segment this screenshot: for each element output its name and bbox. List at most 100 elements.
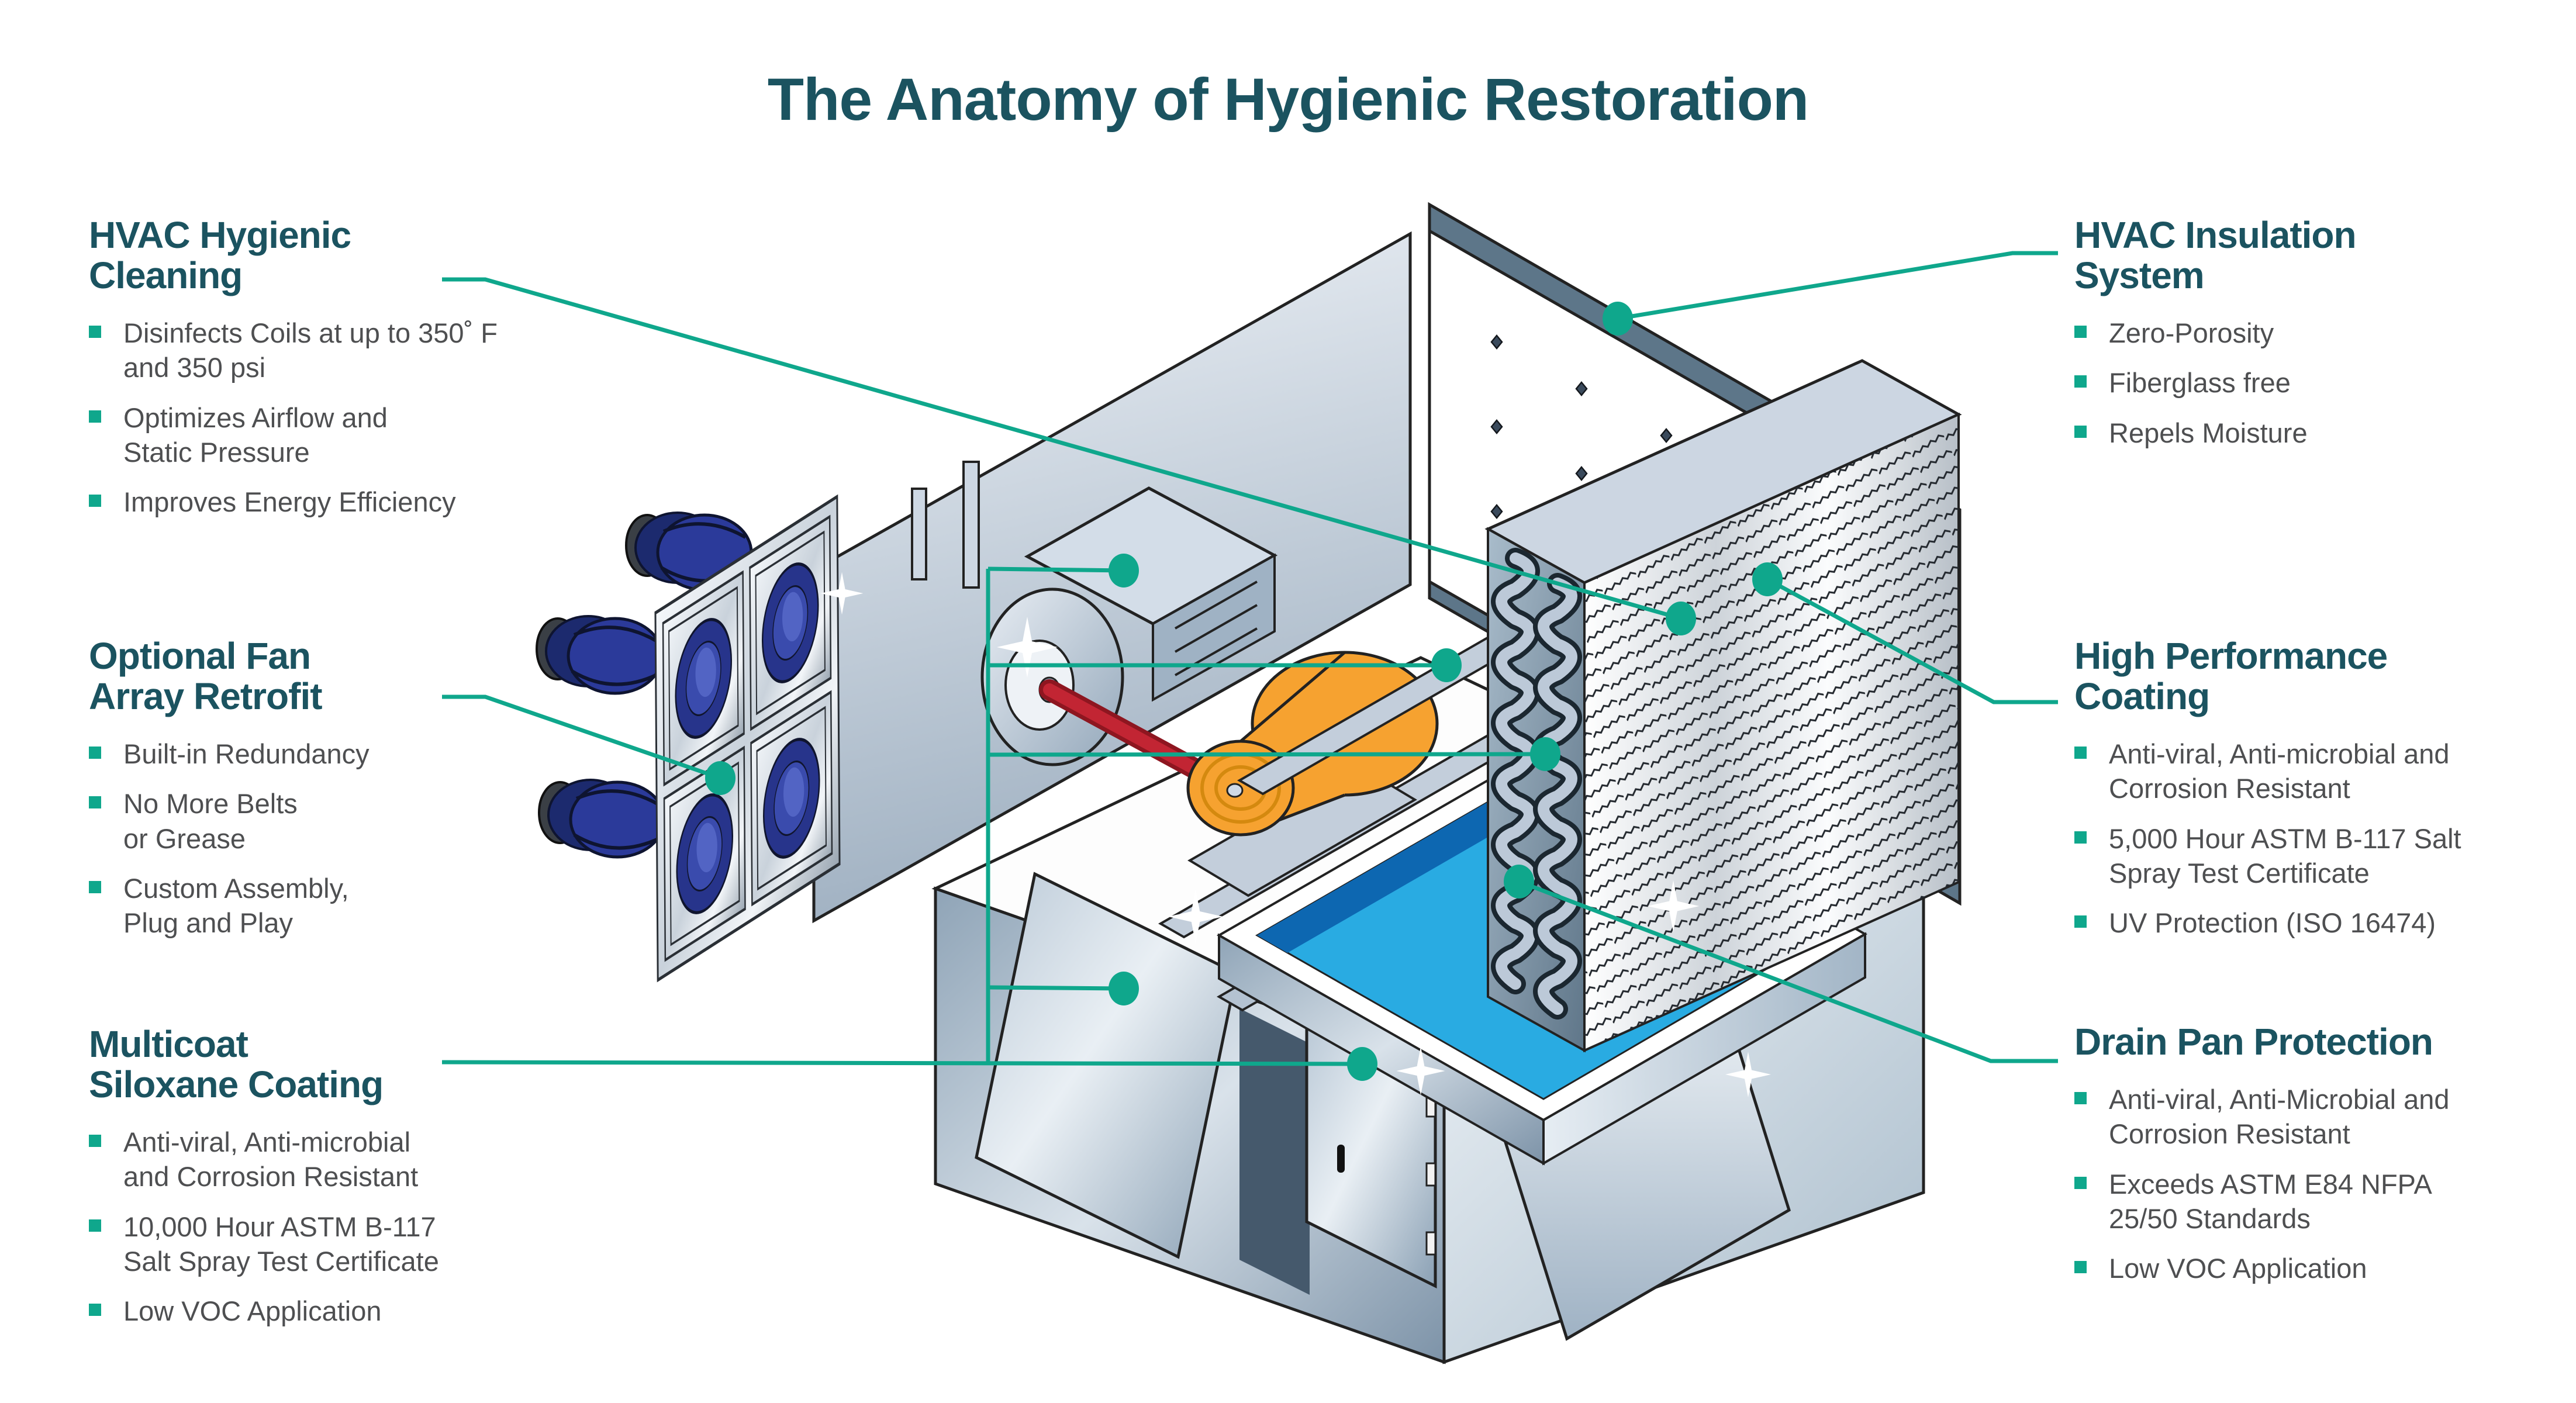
- coil-fins-texture: [1584, 414, 1959, 1050]
- dot-access-door: [1347, 1047, 1377, 1081]
- section-heading: Drain Pan Protection: [2074, 1021, 2433, 1063]
- bullet-text: 10,000 Hour ASTM B-117 Salt Spray Test C…: [123, 1211, 439, 1277]
- list-item: Fiberglass free: [2074, 365, 2576, 400]
- bullet-text: Fiberglass free: [2109, 367, 2291, 399]
- bullet-square-icon: [89, 326, 101, 338]
- dot-coil-tubes: [1530, 737, 1560, 771]
- leader-multicoat-door: [987, 985, 1124, 991]
- section-hvac-insulation-system: HVAC Insulation System Zero-Porosity Fib…: [2074, 215, 2576, 465]
- list-item: Low VOC Application: [2074, 1251, 2576, 1285]
- fan-array: [537, 494, 841, 983]
- leader-hvac-insulation: [1617, 251, 2058, 321]
- list-item: No More Belts or Grease: [89, 786, 568, 855]
- bullet-text: Custom Assembly, Plug and Play: [123, 872, 349, 939]
- bullet-text: Repels Moisture: [2109, 417, 2308, 448]
- access-door: [1305, 1017, 1437, 1289]
- bullet-list: Anti-viral, Anti-microbial and Corrosion…: [89, 1125, 568, 1328]
- fan-array-motor-icon: [537, 616, 662, 693]
- leader-multicoat-blower: [987, 566, 1124, 573]
- bullet-text: Anti-viral, Anti-microbial and Corrosion…: [123, 1126, 419, 1193]
- cabinet-interior-shadow: [1239, 1008, 1310, 1295]
- list-item: Optimizes Airflow and Static Pressure: [89, 400, 568, 469]
- motor-shaft: [1226, 783, 1244, 798]
- bullet-square-icon: [89, 747, 101, 759]
- drain-pan-front-right: [1542, 932, 1866, 1166]
- section-high-performance-coating: High Performance Coating Anti-viral, Ant…: [2074, 635, 2576, 955]
- bullet-square-icon: [89, 495, 101, 507]
- section-heading: HVAC Hygienic Cleaning: [89, 214, 351, 297]
- section-drain-pan-protection: Drain Pan Protection Anti-viral, Anti-Mi…: [2074, 1021, 2576, 1301]
- list-item: 5,000 Hour ASTM B-117 Salt Spray Test Ce…: [2074, 821, 2576, 890]
- list-item: 10,000 Hour ASTM B-117 Salt Spray Test C…: [89, 1210, 568, 1278]
- door-hinge: [1425, 1162, 1437, 1187]
- bullet-square-icon: [2074, 1260, 2087, 1273]
- list-item: Repels Moisture: [2074, 416, 2576, 450]
- dot-left-door: [1109, 972, 1139, 1005]
- bullet-text: Improves Energy Efficiency: [123, 486, 456, 518]
- leader-drain-pan: [1518, 879, 2058, 1063]
- connector-dots: [705, 302, 1783, 1081]
- leader-hvac-hygienic-cleaning: [442, 277, 1681, 621]
- bullet-square-icon: [89, 1135, 101, 1148]
- coil-tubes: [1491, 548, 1582, 1020]
- list-item: Anti-viral, Anti-Microbial and Corrosion…: [2074, 1082, 2576, 1151]
- dot-support-rail: [1431, 648, 1462, 682]
- list-item: Anti-viral, Anti-microbial and Corrosion…: [89, 1125, 568, 1194]
- bullet-text: Exceeds ASTM E84 NFPA 25/50 Standards: [2109, 1168, 2432, 1234]
- leader-optional-fan-array: [442, 694, 721, 780]
- bullet-square-icon: [2074, 1092, 2087, 1105]
- bullet-text: Optimizes Airflow and Static Pressure: [123, 402, 388, 468]
- list-item: Built-in Redundancy: [89, 737, 568, 771]
- dot-coil-fins-coating: [1752, 562, 1783, 596]
- dot-insulation-panel: [1603, 302, 1633, 336]
- section-optional-fan-array-retrofit: Optional Fan Array Retrofit Built-in Red…: [89, 635, 568, 955]
- bullet-square-icon: [2074, 831, 2087, 844]
- bullet-square-icon: [2074, 425, 2087, 438]
- section-multicoat-siloxane-coating: Multicoat Siloxane Coating Anti-viral, A…: [89, 1024, 568, 1343]
- bullet-text: 5,000 Hour ASTM B-117 Salt Spray Test Ce…: [2109, 823, 2461, 889]
- bullet-square-icon: [89, 1304, 101, 1316]
- bullet-list: Zero-Porosity Fiberglass free Repels Moi…: [2074, 316, 2576, 450]
- bullet-text: Anti-viral, Anti-Microbial and Corrosion…: [2109, 1084, 2450, 1150]
- bullet-list: Disinfects Coils at up to 350˚ F and 350…: [89, 316, 568, 519]
- bullet-list: Anti-viral, Anti-Microbial and Corrosion…: [2074, 1082, 2576, 1285]
- bullet-text: Zero-Porosity: [2109, 317, 2274, 349]
- bullet-square-icon: [89, 880, 101, 893]
- bullet-text: Low VOC Application: [2109, 1252, 2367, 1284]
- bullet-square-icon: [89, 796, 101, 809]
- bullet-text: Disinfects Coils at up to 350˚ F and 350…: [123, 317, 498, 383]
- cooling-coil: [1484, 359, 1962, 1053]
- bullet-square-icon: [89, 1219, 101, 1232]
- dot-blower: [1109, 554, 1139, 588]
- leader-high-performance: [1766, 577, 2058, 704]
- bullet-square-icon: [2074, 915, 2087, 928]
- section-heading: HVAC Insulation System: [2074, 214, 2357, 297]
- list-item: Zero-Porosity: [2074, 316, 2576, 350]
- door-hinge: [1425, 1231, 1437, 1256]
- list-item: Disinfects Coils at up to 350˚ F and 350…: [89, 316, 568, 385]
- dot-fan-array: [705, 761, 735, 795]
- connector-lines: [441, 251, 2058, 1066]
- bullet-text: Low VOC Application: [123, 1295, 382, 1327]
- door-handle: [1337, 1145, 1345, 1173]
- blower-housing: [911, 461, 1278, 766]
- list-item: UV Protection (ISO 16474): [2074, 906, 2576, 940]
- bullet-text: Anti-viral, Anti-microbial and Corrosion…: [2109, 738, 2450, 804]
- fan-array-motor-icon: [539, 780, 664, 857]
- leader-multicoat-coil: [987, 752, 1546, 757]
- list-item: Improves Energy Efficiency: [89, 485, 568, 519]
- section-heading: Optional Fan Array Retrofit: [89, 635, 323, 718]
- list-item: Exceeds ASTM E84 NFPA 25/50 Standards: [2074, 1167, 2576, 1236]
- bullet-list: Built-in Redundancy No More Belts or Gre…: [89, 737, 568, 940]
- bullet-square-icon: [2074, 375, 2087, 388]
- bullet-text: No More Belts or Grease: [123, 788, 298, 854]
- bullet-text: Built-in Redundancy: [123, 738, 370, 770]
- dot-coil-fins-cleaning: [1666, 602, 1696, 635]
- leader-multicoat-main: [441, 1060, 1363, 1066]
- bullet-list: Anti-viral, Anti-microbial and Corrosion…: [2074, 737, 2576, 940]
- section-hvac-hygienic-cleaning: HVAC Hygienic Cleaning Disinfects Coils …: [89, 215, 568, 534]
- section-heading: Multicoat Siloxane Coating: [89, 1023, 384, 1106]
- bullet-square-icon: [2074, 1176, 2087, 1189]
